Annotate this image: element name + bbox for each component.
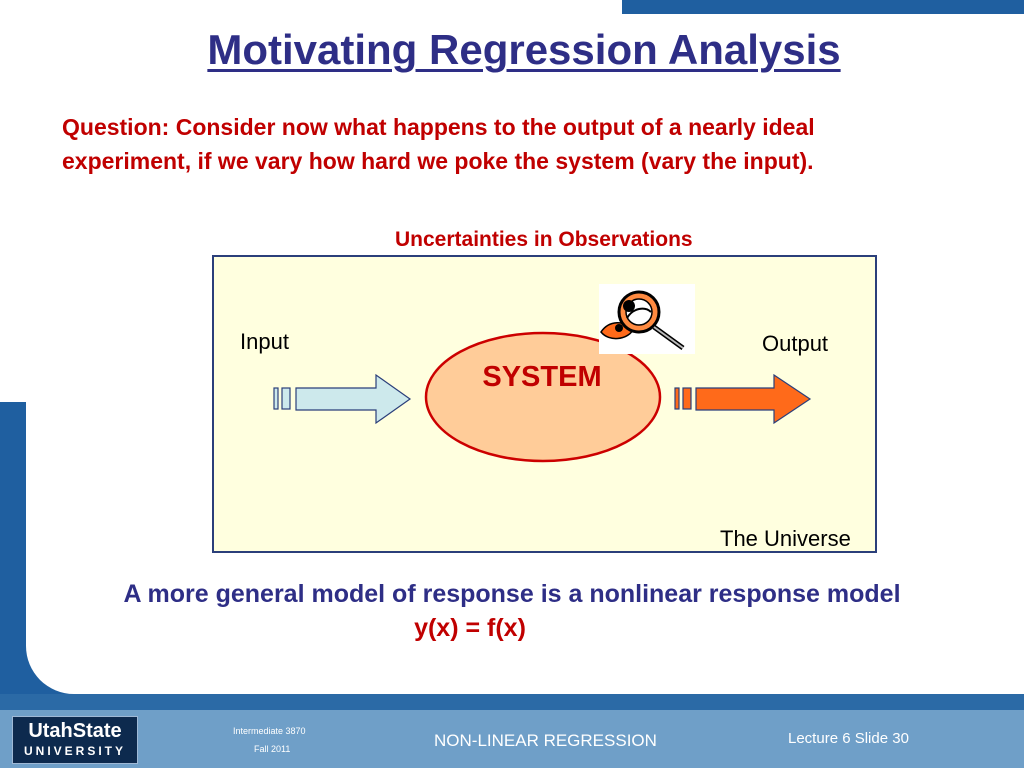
output-label: Output	[762, 331, 829, 356]
question-text: Question: Consider now what happens to t…	[62, 114, 815, 174]
footer-term: Fall 2011	[254, 744, 291, 754]
system-diagram	[273, 331, 812, 463]
logo-bottom-text: UNIVERSITY	[23, 744, 126, 758]
magnifier-eye-icon	[599, 284, 695, 354]
universe-label: The Universe	[720, 526, 851, 551]
system-label: SYSTEM	[482, 361, 602, 393]
output-tick-1	[674, 387, 680, 410]
input-label: Input	[240, 329, 289, 354]
footer-lecture-slide: Lecture 6 Slide 30	[788, 730, 909, 747]
input-tick-1	[273, 387, 279, 410]
footer-title: NON-LINEAR REGRESSION	[434, 731, 657, 750]
footer-bar	[0, 710, 1024, 768]
output-arrow	[695, 373, 812, 425]
footer-strip	[0, 694, 1024, 710]
equation: y(x) = f(x)	[414, 614, 526, 642]
logo-top-text: UtahState	[28, 720, 122, 742]
university-logo: UtahState UNIVERSITY	[12, 716, 138, 764]
input-tick-2	[281, 387, 291, 410]
footer-course: Intermediate 3870	[233, 726, 306, 736]
frame-top-bar	[622, 0, 1024, 14]
frame-curve-mask	[26, 630, 166, 694]
output-tick-2	[682, 387, 692, 410]
diagram-caption: Uncertainties in Observations	[395, 228, 693, 251]
model-statement: A more general model of response is a no…	[123, 580, 901, 608]
input-arrow	[295, 373, 412, 425]
universe-box: Input Output SYSTEM The Universe	[212, 255, 877, 553]
system-ellipse	[424, 331, 662, 463]
slide-title: Motivating Regression Analysis	[207, 26, 841, 73]
